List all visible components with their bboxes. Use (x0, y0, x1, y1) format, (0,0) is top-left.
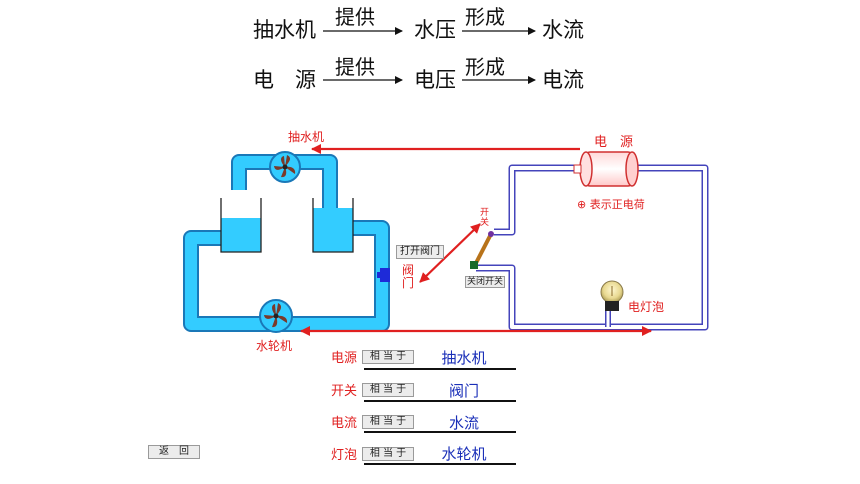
analogy-form-text: 形成 (465, 5, 505, 29)
pump-impeller-icon (274, 155, 296, 178)
answer-underline (364, 431, 516, 433)
analogy-provide-text-2: 提供 (335, 55, 375, 79)
left-tank-water (221, 218, 261, 252)
switch-icon (470, 231, 494, 269)
match-label-current: 电流 (331, 416, 358, 431)
bulb-label: 电灯泡 (628, 300, 665, 314)
analogy-voltage-text: 电压 (414, 68, 456, 92)
analogy-source-text: 电 源 (253, 68, 316, 92)
water-pipe-system (183, 151, 390, 333)
open-valve-button[interactable]: 打开阀门 (396, 245, 444, 259)
turbine-impeller-icon (264, 303, 288, 328)
right-tank-water (313, 208, 353, 252)
pump-label: 抽水机 (288, 130, 325, 144)
equals-button[interactable]: 相 当 于 (362, 383, 414, 397)
equals-button[interactable]: 相 当 于 (362, 350, 414, 364)
valve-label: 阀门 (402, 263, 415, 290)
switch-label: 开关 (480, 208, 490, 228)
valve-body (380, 268, 390, 282)
analogy-pump-text: 抽水机 (253, 18, 316, 42)
charge-legend: ⊕ 表示正电荷 (577, 198, 645, 211)
right-tank (312, 198, 354, 253)
light-bulb-icon (600, 280, 624, 311)
analogy-water-pressure-text: 水压 (414, 18, 456, 42)
left-tank (220, 198, 262, 253)
match-answer-current: 水流 (448, 414, 479, 432)
match-answer-switch: 阀门 (448, 382, 479, 400)
analogy-arrows (323, 27, 536, 84)
analogy-current-text: 电流 (542, 68, 584, 92)
match-label-bulb: 灯泡 (331, 448, 358, 463)
answer-underline (364, 463, 516, 465)
analogy-water-flow-text: 水流 (542, 18, 584, 42)
red-correspondence-arrows (300, 144, 652, 336)
match-answer-source: 抽水机 (441, 349, 487, 367)
answer-underline (364, 400, 516, 402)
close-switch-button[interactable]: 关闭开关 (465, 276, 505, 288)
electric-circuit-wire (476, 164, 709, 331)
arrow-valve-to-switch (419, 223, 481, 283)
match-label-switch: 开关 (331, 384, 358, 399)
analogy-provide-text: 提供 (335, 5, 375, 29)
equals-button[interactable]: 相 当 于 (362, 447, 414, 461)
match-answer-bulb: 水轮机 (441, 445, 487, 463)
analogy-form-text-2: 形成 (465, 55, 505, 79)
equals-button[interactable]: 相 当 于 (362, 415, 414, 429)
answer-underline (364, 368, 516, 370)
turbine-label: 水轮机 (256, 339, 293, 353)
source-label: 电 源 (594, 135, 634, 150)
battery-icon (573, 151, 639, 187)
back-button[interactable]: 返 回 (148, 445, 200, 459)
match-label-source: 电源 (331, 351, 358, 366)
